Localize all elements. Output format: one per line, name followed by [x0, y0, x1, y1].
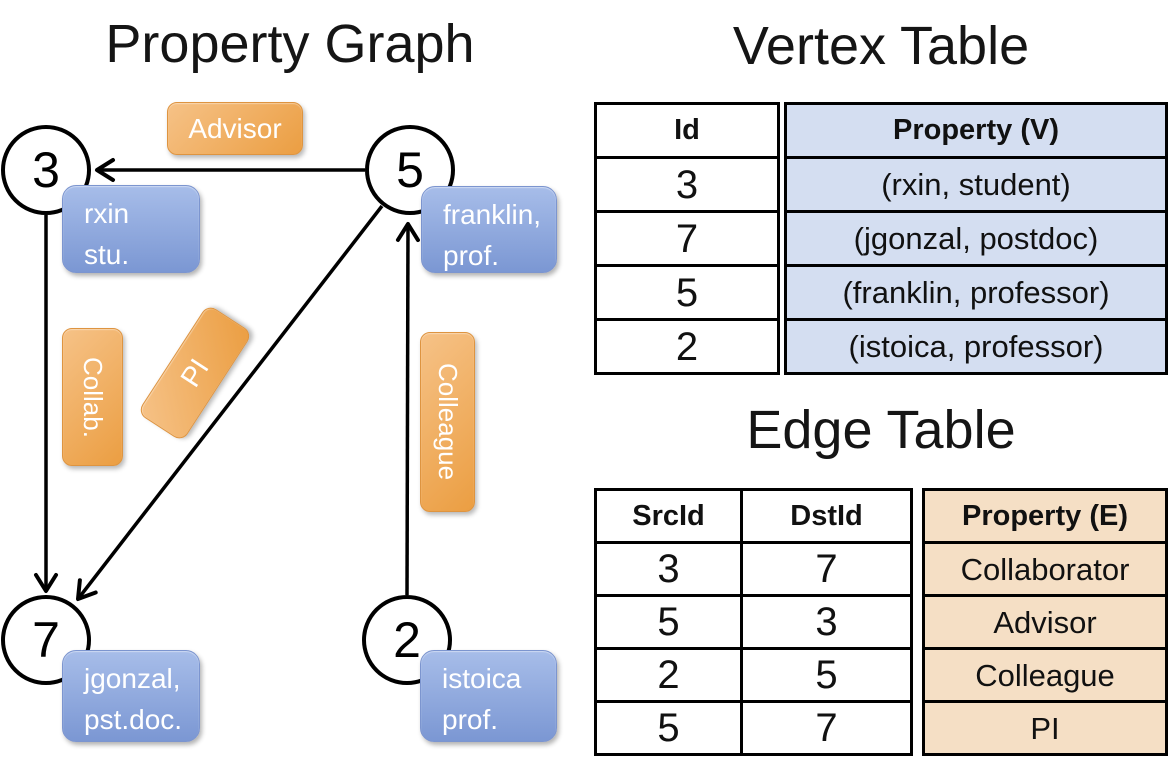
edge-table-header-dstid: DstId	[740, 488, 913, 544]
vertex-property-line: prof.	[442, 703, 499, 735]
vertex-table-id-column: Id 3 7 5 2	[594, 102, 780, 375]
edge-dstid-cell: 5	[740, 647, 913, 703]
node-id-label: 5	[396, 142, 424, 198]
node-id-label: 7	[32, 612, 60, 668]
graph-node-2: 2	[362, 595, 452, 685]
edge-5-to-7	[76, 204, 384, 601]
edge-table-header-property: Property (E)	[922, 488, 1168, 544]
vertex-property-line: jgonzal,	[84, 663, 181, 694]
edge-srcid-cell: 5	[594, 700, 743, 756]
vertex-property-cell: (rxin, student)	[784, 156, 1168, 213]
edge-property-cell: Advisor	[922, 594, 1168, 650]
vertex-id-cell: 3	[594, 156, 780, 213]
node-id-label: 2	[393, 612, 421, 668]
vertex-id-cell: 7	[594, 210, 780, 267]
edge-dstid-cell: 7	[740, 541, 913, 597]
edge-srcid-cell: 3	[594, 541, 743, 597]
vertex-property-cell: (jgonzal, postdoc)	[784, 210, 1168, 267]
vertex-property-line: stu.	[84, 238, 130, 270]
edge-dstid-cell: 7	[740, 700, 913, 756]
vertex-table-property-column: Property (V) (rxin, student) (jgonzal, p…	[784, 102, 1168, 375]
vertex-table-title: Vertex Table	[732, 16, 1030, 76]
graph-node-5: 5	[365, 125, 455, 215]
edge-label-advisor: Advisor	[167, 102, 303, 155]
edge-srcid-cell: 5	[594, 594, 743, 650]
edge-label-colleague: Colleague	[420, 332, 475, 512]
vertex-property-line: franklin,	[443, 199, 542, 230]
vertex-property-box-jgonzal: jgonzal, pst.doc.	[62, 650, 200, 742]
vertex-table-header-id: Id	[594, 102, 780, 159]
property-graph-title: Property Graph	[105, 14, 475, 74]
vertex-property-cell: (istoica, professor)	[784, 318, 1168, 375]
vertex-property-box-rxin: rxin stu.	[62, 185, 200, 273]
vertex-property-line: istoica	[442, 663, 522, 694]
edge-table-id-columns: SrcId DstId 3 7 5 3 2 5 5 7	[594, 488, 913, 756]
vertex-property-line: rxin	[84, 198, 130, 229]
edge-table-title: Edge Table	[746, 400, 1016, 460]
edge-property-cell: Collaborator	[922, 541, 1168, 597]
vertex-property-cell: (franklin, professor)	[784, 264, 1168, 321]
vertex-property-box-istoica: istoica prof.	[420, 650, 557, 742]
edge-property-cell: PI	[922, 700, 1168, 756]
vertex-property-line: pst.doc.	[84, 703, 183, 735]
edge-property-cell: Colleague	[922, 647, 1168, 703]
vertex-id-cell: 2	[594, 318, 780, 375]
vertex-property-line: prof.	[443, 239, 500, 271]
edge-dstid-cell: 3	[740, 594, 913, 650]
vertex-property-box-franklin: franklin, prof.	[421, 186, 557, 273]
edge-srcid-cell: 2	[594, 647, 743, 703]
edge-label-collab: Collab.	[62, 328, 123, 466]
edge-table-header-srcid: SrcId	[594, 488, 743, 544]
node-id-label: 3	[32, 142, 60, 198]
vertex-table-header-property: Property (V)	[784, 102, 1168, 159]
edge-table-property-column: Property (E) Collaborator Advisor Collea…	[922, 488, 1168, 756]
edge-2-to-5	[395, 222, 420, 596]
graph-edges-svg	[34, 158, 420, 601]
vertex-id-cell: 5	[594, 264, 780, 321]
